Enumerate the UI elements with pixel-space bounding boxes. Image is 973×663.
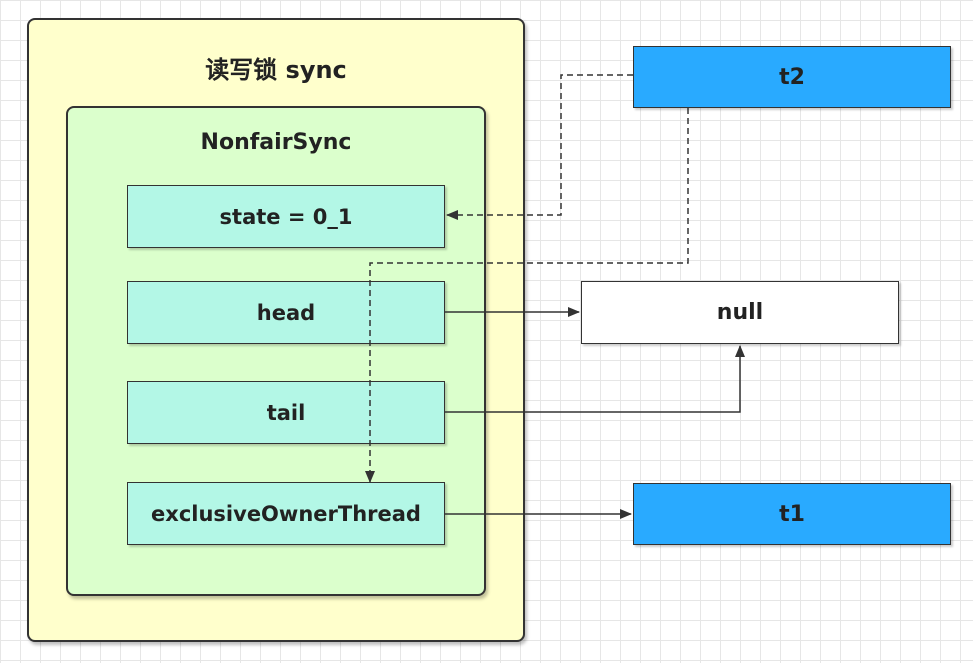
thread-t2: t2 (633, 46, 951, 108)
edge-t2-to-state (446, 74, 633, 220)
sync-title: 读写锁 sync (205, 56, 347, 84)
state-field: state = 0_1 (127, 185, 445, 248)
owner-field: exclusiveOwnerThread (127, 482, 445, 545)
edge-tail-to-null (445, 345, 745, 413)
tail-field: tail (127, 381, 445, 444)
edge-t2-to-owner (365, 108, 689, 483)
thread-t1: t1 (633, 483, 951, 545)
head-field: head (127, 281, 445, 344)
null-node: null (581, 281, 899, 344)
nonfairsync-title: NonfairSync (200, 130, 352, 155)
